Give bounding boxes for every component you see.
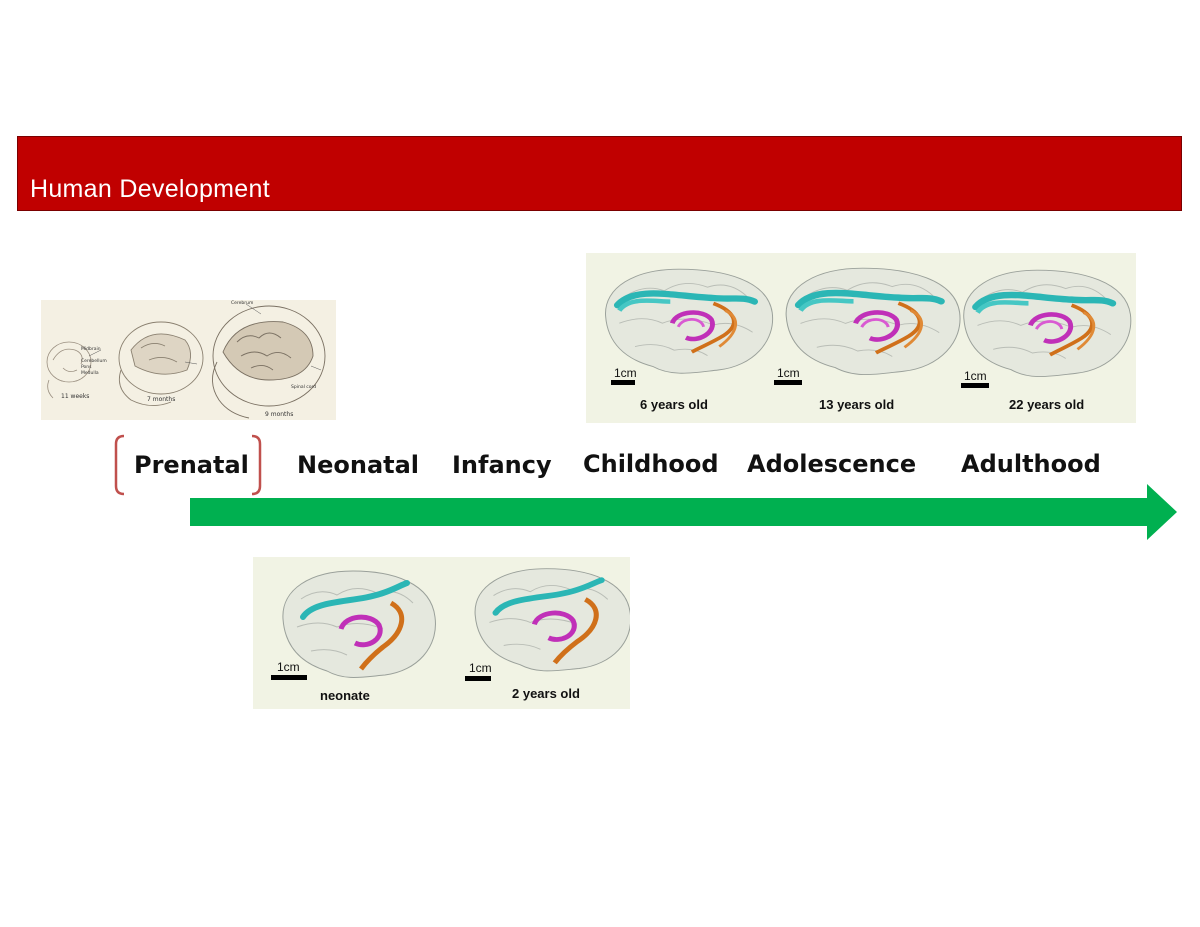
brain-13-years [786,268,960,374]
scale-label-2-years: 1cm [469,661,492,675]
scale-label-2: 1cm [777,366,800,380]
scale-label-neonate: 1cm [277,660,300,674]
label-9-months: 9 months [265,411,293,418]
brain-6-years [606,269,773,373]
caption-22-years: 22 years old [1009,397,1085,412]
brain-neonate [283,571,436,678]
timeline-arrow [190,484,1177,540]
stage-adulthood: Adulthood [961,450,1101,478]
brain-22-years [964,270,1131,376]
label-11-weeks: 11 weeks [61,393,89,400]
fetus-11-weeks [46,341,92,399]
brain-2-years [475,569,630,671]
stage-childhood: Childhood [583,450,719,478]
page-title: Human Development [30,175,270,203]
annotation-spinal-cord: Spinal cord [291,384,316,390]
stage-infancy: Infancy [452,451,552,479]
caption-6-years: 6 years old [640,397,708,412]
stage-prenatal: Prenatal [134,451,249,479]
scale-bar-2-years [465,676,491,681]
brain-panel-childhood-adulthood: 1cm 1cm 1cm 6 years old 13 years old 22 … [586,253,1136,423]
scale-label-1: 1cm [614,366,637,380]
scale-bar-2 [774,380,802,385]
caption-2-years: 2 years old [512,686,580,701]
stage-adolescence: Adolescence [747,450,917,478]
scale-bar-neonate [271,675,307,680]
annotation-cerebellum: Cerebellum [81,358,107,364]
annotation-pons: Pons [81,364,92,370]
brain-panel-neonate-infancy: 1cm 1cm neonate 2 years old [253,557,630,709]
annotation-medulla: Medulla [81,370,99,376]
prenatal-bracket [114,434,262,496]
annotation-midbrain: Midbrain [81,346,101,352]
scale-bar-3 [961,383,989,388]
title-banner: Human Development [17,136,1182,211]
fetal-development-illustration: Cerebrum Midbrain Cerebellum Pons Medull… [41,300,336,420]
fetus-9-months [212,305,326,419]
label-7-months: 7 months [147,396,175,403]
caption-neonate: neonate [320,688,370,703]
stage-neonatal: Neonatal [297,451,420,479]
annotation-cerebrum: Cerebrum [231,300,253,306]
caption-13-years: 13 years old [819,397,895,412]
scale-label-3: 1cm [964,369,987,383]
fetus-7-months [118,321,204,406]
scale-bar-1 [611,380,635,385]
